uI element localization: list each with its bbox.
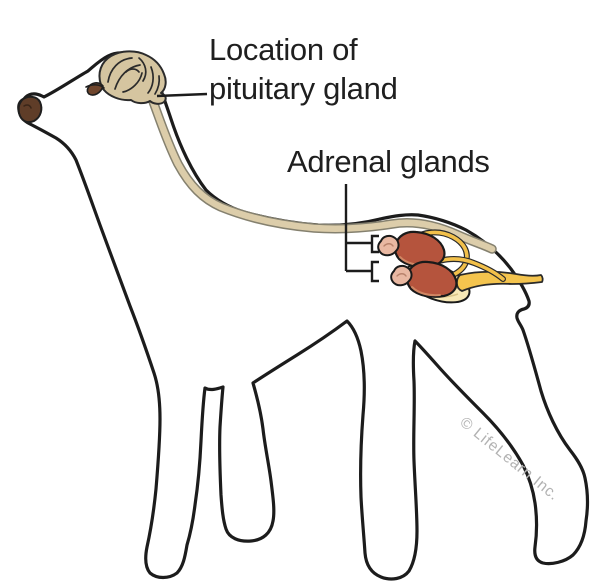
kidney-upper-shape [393, 230, 446, 268]
ureter-upper [407, 229, 470, 278]
adrenal-bracket-bottom [370, 260, 379, 283]
pituitary-label-line2: pituitary gland [209, 71, 398, 106]
adrenal-bracket-top [370, 234, 379, 254]
adrenal-lower-line [396, 273, 407, 277]
kidney-lower [405, 260, 458, 298]
eye [85, 82, 105, 96]
brain [98, 50, 167, 105]
brain-gyrus-line [114, 64, 141, 90]
adrenal-gland-lower [390, 264, 413, 287]
cerebellum-line [147, 66, 154, 94]
ureter-upper-fill [408, 230, 469, 277]
dog-body-outline [17, 51, 589, 581]
nose [17, 95, 43, 124]
brain-gyrus-line [122, 72, 143, 93]
kidney-upper [393, 230, 446, 268]
cerebellum-line [154, 75, 161, 95]
adrenal-upper-shape [377, 234, 400, 257]
urinary-organs [377, 229, 544, 304]
nostril-line [23, 104, 32, 109]
brain-gyrus-line [107, 57, 133, 83]
adrenal-gland-upper [377, 234, 400, 257]
brain-gyrus-line [138, 57, 147, 82]
leader-lines [156, 92, 379, 283]
kidney-lower-shape [405, 260, 458, 298]
adrenal-upper-line [383, 243, 394, 247]
adrenal-label: Adrenal glands [287, 144, 490, 179]
brain-gyrus-line [125, 68, 140, 73]
pituitary-label-line1: Location of [209, 32, 358, 67]
eyelid-line [85, 84, 105, 89]
spinal-cord-band [147, 92, 496, 253]
spinal-cord [146, 91, 497, 254]
adrenal-lower-shape [390, 264, 413, 287]
dog-silhouette [17, 51, 589, 581]
kidney-lower-highlight [411, 286, 441, 297]
pituitary-leader-line [156, 92, 208, 98]
urethra [455, 270, 544, 292]
nose-shape [17, 95, 43, 124]
